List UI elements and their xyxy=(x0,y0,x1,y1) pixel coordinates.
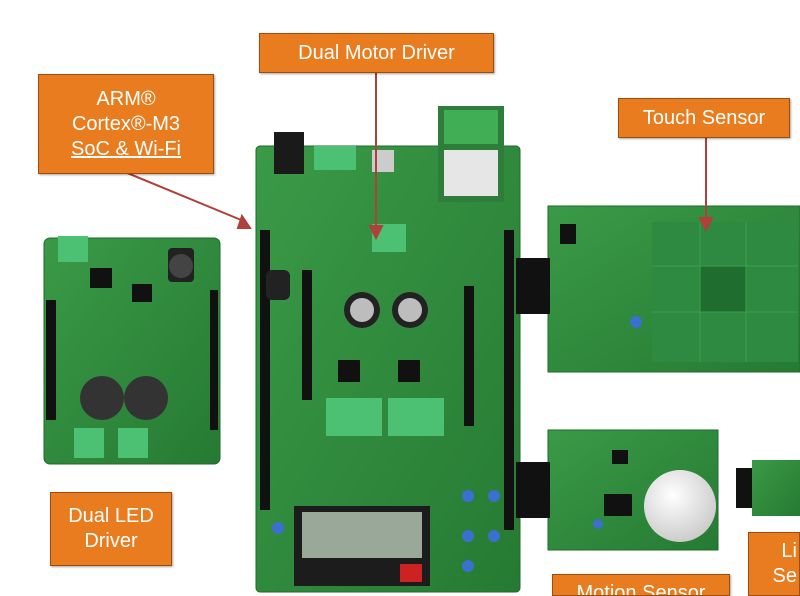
arm-line1: ARM® xyxy=(96,87,156,110)
main-board xyxy=(255,106,521,593)
light-sensor-label: Li Se xyxy=(748,532,800,596)
dual-led-line1: Dual LED xyxy=(68,505,154,527)
light-sensor-board xyxy=(736,460,800,516)
motion-sensor-board xyxy=(516,429,719,551)
callout-arrows xyxy=(119,70,714,241)
motion-sensor-label: Motion Sensor xyxy=(552,574,730,596)
dual-motor-driver-label: Dual Motor Driver xyxy=(259,33,494,73)
dual-led-line2: Driver xyxy=(84,530,138,552)
arm-line2: Cortex®-M3 xyxy=(71,112,181,135)
touch-sensor-label: Touch Sensor xyxy=(618,98,790,138)
dual-led-driver-label: Dual LED Driver xyxy=(50,492,172,566)
light-line2: Se xyxy=(772,565,797,587)
arm-line3: SoC & Wi-Fi xyxy=(71,137,181,160)
light-line1: Li xyxy=(781,540,797,562)
dual-led-driver-board xyxy=(43,236,221,465)
touch-sensor-text: Touch Sensor xyxy=(642,106,766,129)
touch-sensor-board xyxy=(516,205,800,373)
motion-sensor-text: Motion Sensor xyxy=(576,582,706,596)
dual-motor-driver-text: Dual Motor Driver xyxy=(298,41,455,64)
arm-cortex-label: ARM® Cortex®-M3 SoC & Wi-Fi xyxy=(38,74,214,174)
